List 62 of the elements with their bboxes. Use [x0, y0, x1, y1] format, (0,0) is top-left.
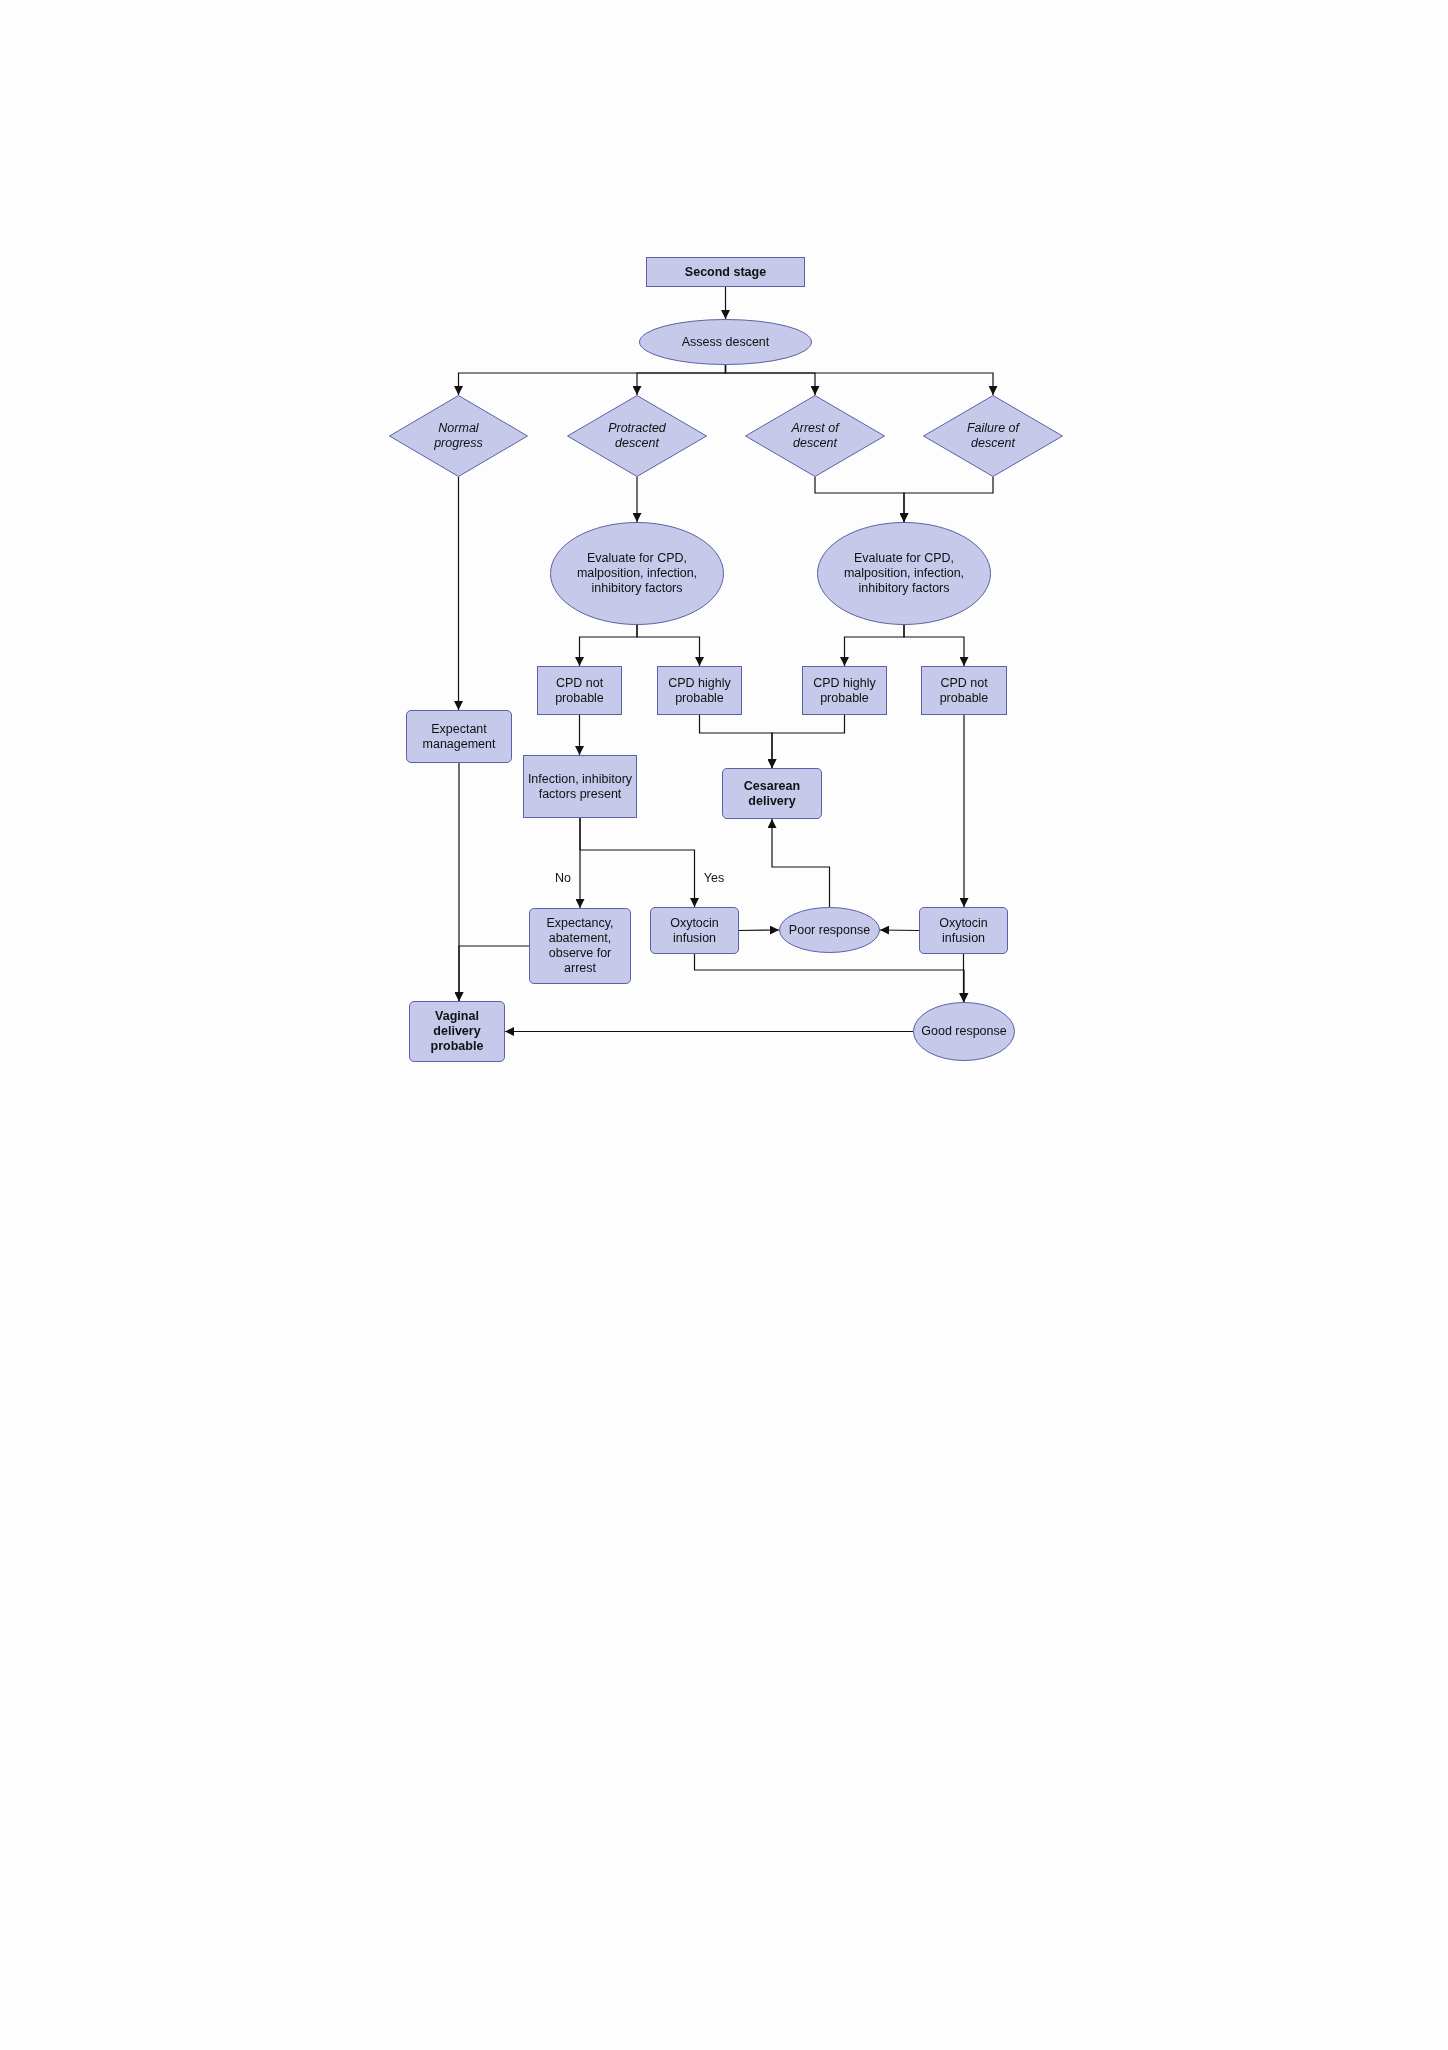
node-label: Normal progress	[433, 421, 484, 451]
process-box	[646, 257, 805, 287]
arrow	[879, 925, 920, 935]
arrow	[767, 818, 831, 908]
arrow	[724, 364, 998, 396]
node-label: Cesarean delivery	[742, 778, 802, 809]
arrow	[454, 476, 463, 711]
node-label: Failure of descent	[965, 421, 1021, 451]
ellipse-node	[779, 907, 880, 953]
arrow	[575, 714, 584, 756]
ellipse-node	[639, 319, 812, 365]
ellipse-node	[913, 1002, 1015, 1061]
arrow	[903, 624, 969, 667]
rounded-box	[722, 768, 822, 819]
rounded-box	[919, 907, 1008, 954]
decision-diamond	[389, 395, 528, 477]
node-label: CPD highly probable	[667, 675, 732, 706]
arrow	[636, 624, 704, 667]
rounded-box	[406, 710, 512, 763]
arrow	[738, 925, 780, 935]
arrow	[721, 286, 730, 320]
arrow	[504, 1027, 914, 1036]
node-label: Protracted descent	[607, 421, 667, 451]
decision-diamond	[745, 395, 885, 477]
node-label: CPD not probable	[554, 675, 605, 706]
node-label: Expectancy, abatement, observe for arrest	[545, 916, 615, 976]
edge-label: Yes	[701, 871, 727, 885]
node-label: Oxytocin infusion	[938, 915, 989, 946]
node-label: Good response	[921, 1024, 1007, 1039]
rounded-box	[529, 908, 631, 984]
node-label: Arrest of descent	[790, 421, 841, 451]
arrow	[579, 817, 699, 908]
decision-diamond	[923, 395, 1063, 477]
arrow	[767, 714, 846, 769]
arrow	[899, 476, 994, 523]
node-label: Expectant management	[421, 721, 497, 752]
process-box	[921, 666, 1007, 715]
node-label: Oxytocin infusion	[669, 915, 720, 946]
node-label: Poor response	[788, 922, 871, 938]
node-label: Evaluate for CPD, malposition, infection, inhibitory factors	[842, 551, 966, 596]
edge-label: No	[553, 871, 573, 885]
process-box	[523, 755, 637, 818]
rounded-box	[409, 1001, 505, 1062]
arrow	[632, 476, 642, 523]
rounded-box	[650, 907, 739, 954]
arrow	[959, 714, 969, 908]
arrow	[454, 945, 530, 1002]
node-label: Assess descent	[681, 334, 770, 350]
node-label: Infection, inhibitory factors present	[527, 771, 633, 802]
node-label: Evaluate for CPD, malposition, infection, inhibitory factors	[575, 551, 699, 596]
ellipse-node	[550, 522, 724, 625]
node-label: Vaginal delivery probable	[429, 1009, 485, 1054]
process-box	[802, 666, 887, 715]
arrow	[693, 953, 969, 1003]
process-box	[537, 666, 622, 715]
process-box	[657, 666, 742, 715]
decision-diamond	[567, 395, 707, 477]
arrow	[959, 953, 968, 1003]
node-label: CPD highly probable	[812, 675, 877, 706]
ellipse-node	[817, 522, 991, 625]
node-label: CPD not probable	[938, 675, 990, 706]
node-label: Second stage	[684, 264, 767, 280]
